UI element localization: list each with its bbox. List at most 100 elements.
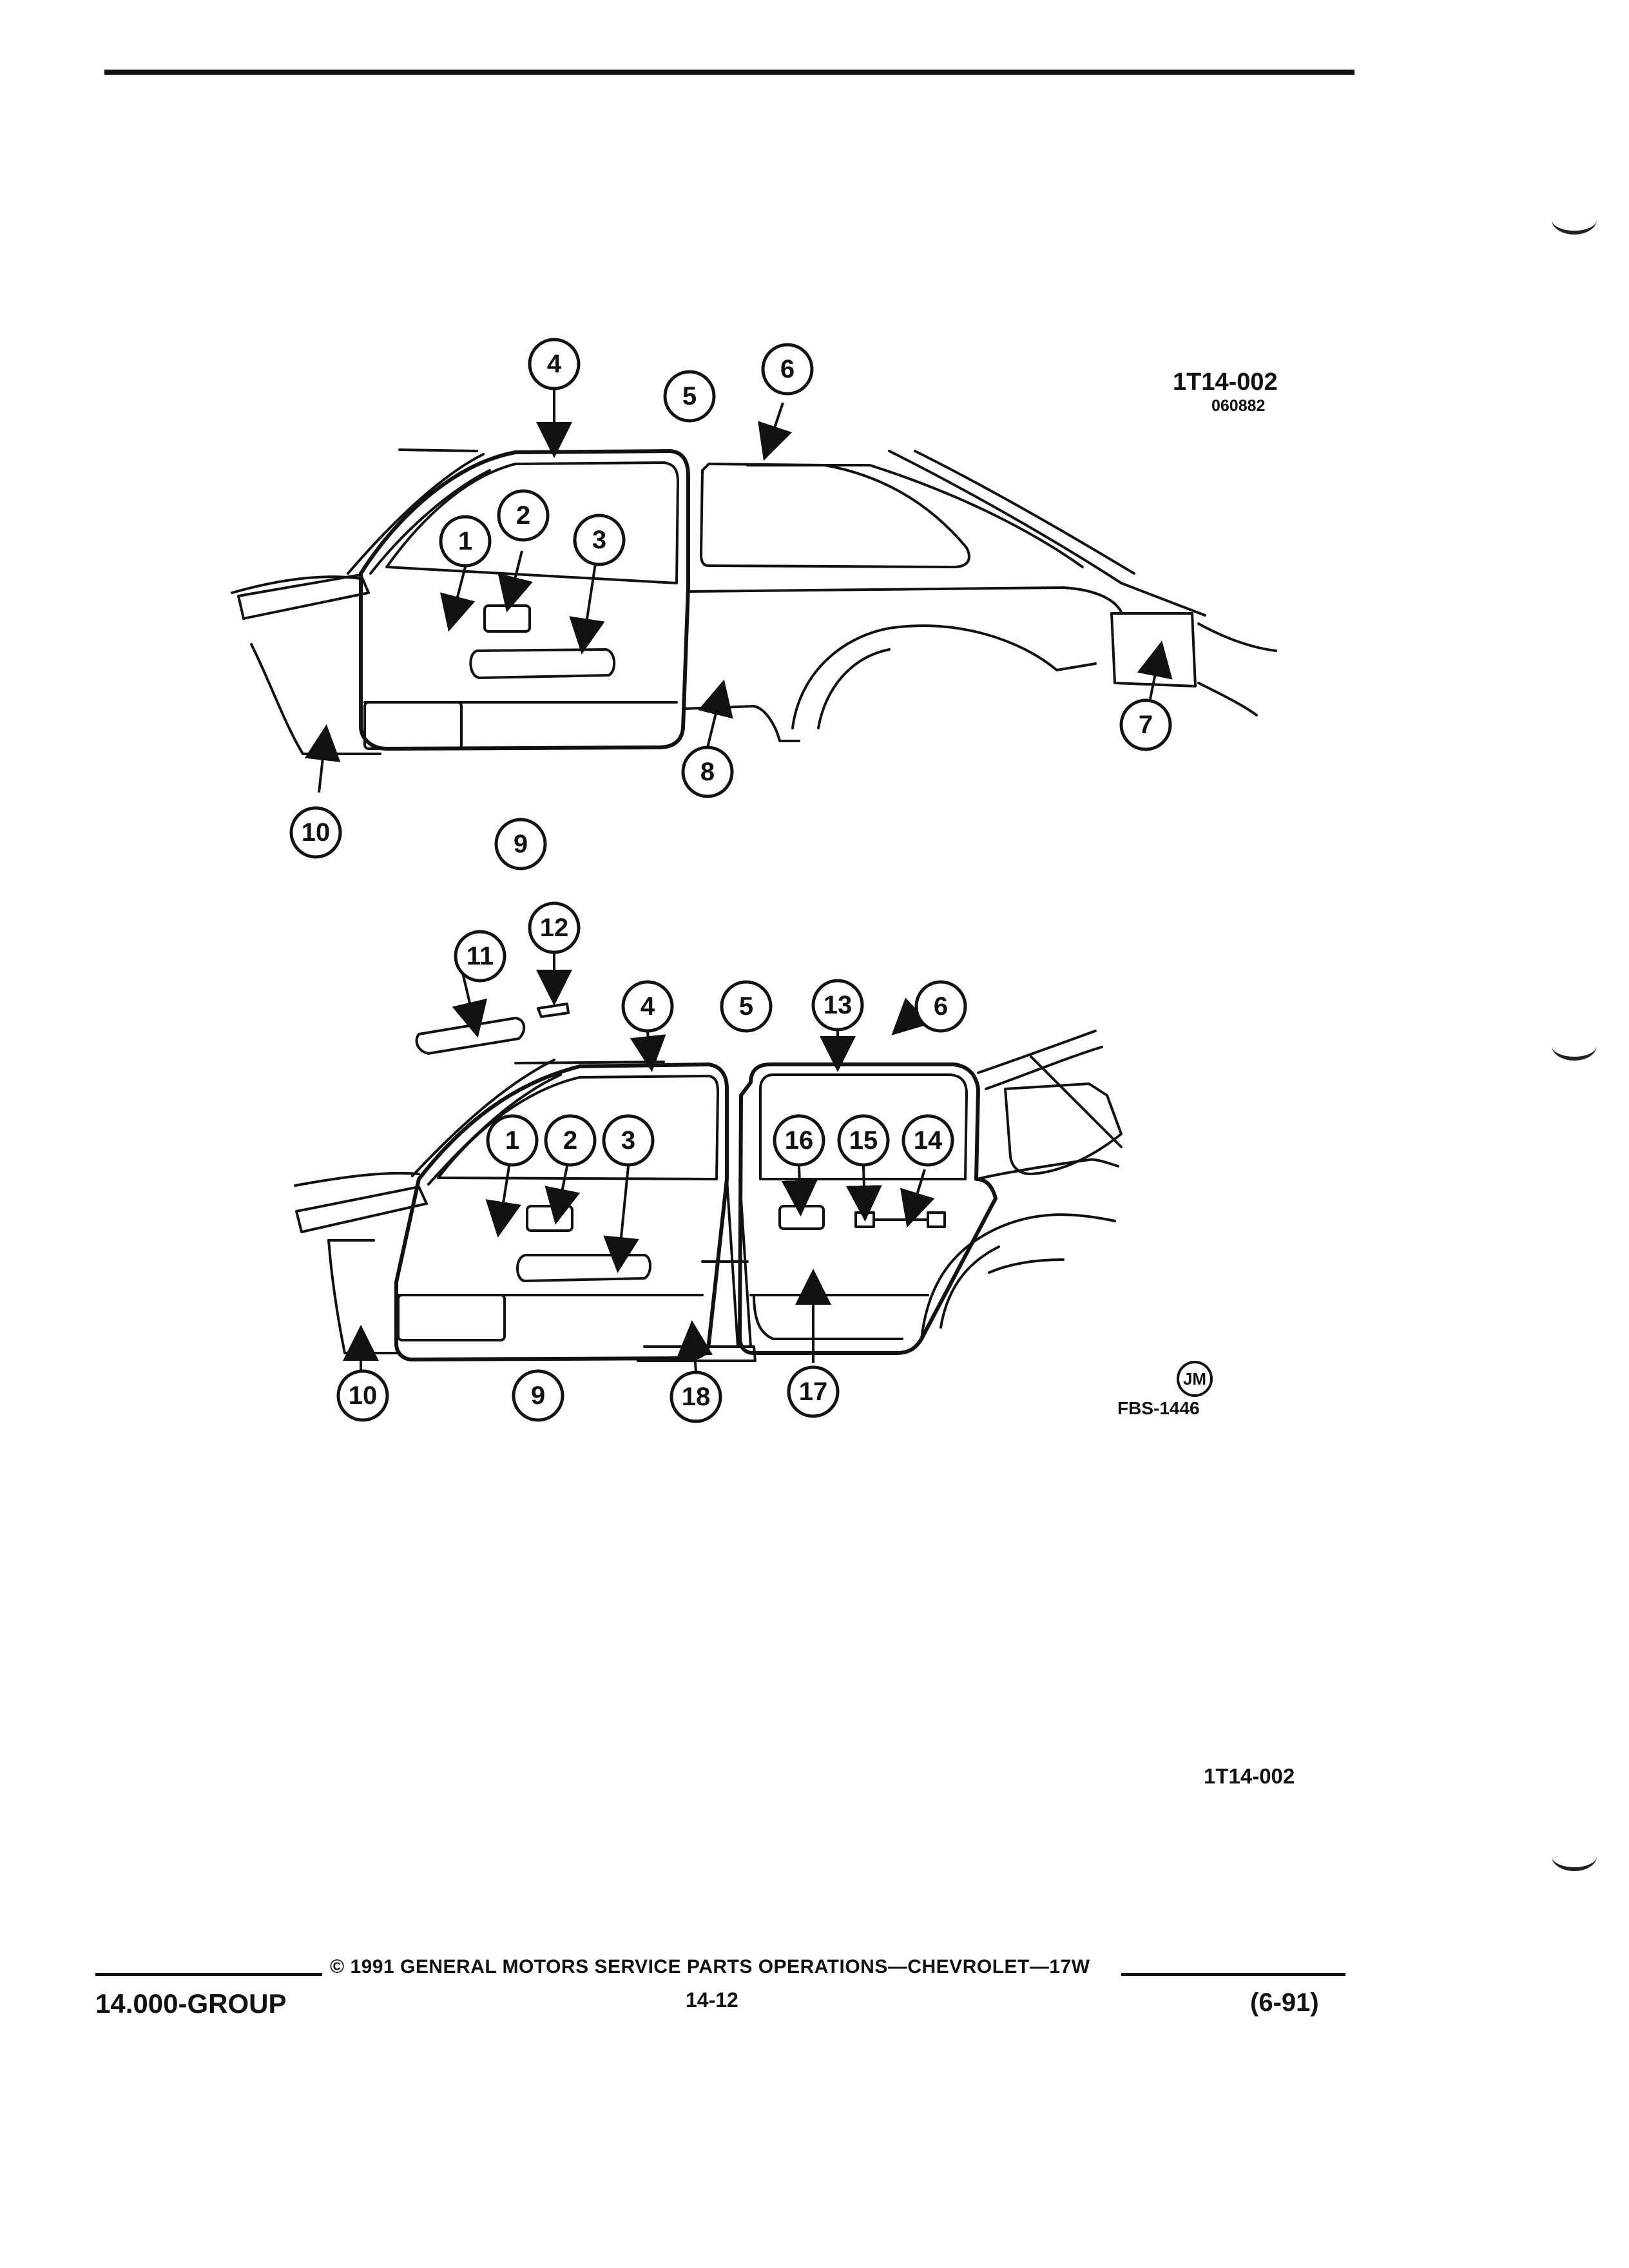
rear-side-window: [1004, 1082, 1123, 1175]
footer-page-number: 14-12: [686, 1988, 738, 2012]
footer-left-rule: [95, 1973, 322, 1976]
sedan-drawing: [294, 1003, 1123, 1362]
callout-6-top: 6: [761, 343, 814, 396]
leader-2-top: [497, 550, 533, 613]
callout-18: 18: [670, 1370, 722, 1423]
callout-17: 17: [787, 1365, 840, 1418]
rear-door-frame: [738, 1062, 998, 1355]
header-rule: [104, 70, 1354, 75]
steering-column: [237, 573, 370, 620]
callout-7-top: 7: [1119, 698, 1172, 751]
door-pocket-b: [397, 1294, 506, 1341]
dash-top-b: [294, 1171, 420, 1187]
rear-wheel-opening-b: [920, 1213, 1116, 1340]
bottom-callouts: 11 12 4 5 13 6 1 2 3 16 15 14 10 9 18 17: [336, 901, 967, 1423]
callout-5-bottom: 5: [720, 980, 773, 1033]
binder-mark-top: [1552, 205, 1597, 235]
leader-1-top: [439, 566, 476, 632]
callout-12: 12: [528, 901, 581, 954]
svg-text:8: 8: [700, 758, 715, 786]
svg-text:4: 4: [641, 992, 655, 1021]
callout-1-top: 1: [439, 515, 492, 568]
door-handle: [483, 604, 531, 633]
front-door-frame-b: [394, 1062, 729, 1361]
page-reference-code: 1T14-002: [1204, 1764, 1295, 1788]
callout-5-top: 5: [663, 370, 716, 423]
c-pillar: [977, 1030, 1097, 1074]
svg-text:4: 4: [547, 350, 562, 378]
svg-text:17: 17: [799, 1378, 828, 1406]
visor-clip: [537, 1003, 570, 1018]
leader-8-top: [698, 679, 733, 748]
svg-text:14: 14: [914, 1126, 943, 1155]
svg-text:15: 15: [849, 1126, 878, 1155]
callout-11: 11: [454, 930, 506, 983]
c-pillar-2: [985, 1046, 1103, 1090]
svg-text:9: 9: [514, 830, 528, 858]
rocker-panel: [682, 705, 800, 742]
callout-14: 14: [901, 1114, 954, 1167]
svg-text:5: 5: [739, 992, 753, 1021]
svg-text:3: 3: [592, 526, 606, 554]
leader-6-bottom: [891, 997, 930, 1035]
svg-text:12: 12: [540, 914, 569, 942]
figure-reference-code: 1T14-002: [1173, 369, 1278, 396]
front-door-window: [385, 461, 679, 584]
leader-18: [677, 1320, 713, 1372]
svg-text:1: 1: [505, 1126, 519, 1155]
callout-10-bottom: 10: [336, 1369, 389, 1422]
rear-wheel-opening-inner: [817, 648, 891, 729]
callout-2-top: 2: [497, 489, 550, 542]
svg-text:18: 18: [682, 1383, 711, 1411]
a-pillar: [411, 1059, 555, 1177]
rear-wheel-opening-inner-b: [940, 1245, 1000, 1329]
callout-4-bottom: 4: [621, 980, 674, 1033]
callout-9-top: 9: [494, 818, 547, 870]
binder-mark-bottom: [1552, 1841, 1597, 1871]
rear-quarter-belt: [975, 1158, 1119, 1180]
callout-15: 15: [837, 1114, 890, 1167]
hatch-line-2: [914, 450, 1135, 575]
callout-16: 16: [773, 1114, 825, 1167]
leader-14: [900, 1169, 935, 1228]
svg-text:1: 1: [458, 527, 472, 555]
svg-text:2: 2: [516, 501, 530, 530]
rear-door-lock-knob: [854, 1211, 875, 1228]
callout-9-bottom: 9: [512, 1369, 564, 1422]
svg-text:9: 9: [531, 1381, 545, 1410]
leader-3-top: [569, 559, 605, 655]
front-fender-b: [327, 1239, 398, 1354]
svg-text:2: 2: [563, 1126, 577, 1155]
rear-roof-line: [1030, 1055, 1123, 1148]
steering-b: [295, 1186, 428, 1233]
leader-15: [845, 1166, 882, 1222]
hood-edge: [398, 448, 478, 452]
top-callouts: 4 5 6 1 2 3 7 8 9 10: [289, 338, 1173, 870]
rear-tail-panel: [1110, 612, 1197, 687]
callout-10-top: 10: [289, 806, 342, 859]
callout-4-top: 4: [528, 338, 581, 390]
leader-4-bottom: [630, 1032, 666, 1072]
callout-8-top: 8: [681, 745, 734, 798]
rear-door-window: [759, 1073, 968, 1180]
figure-code: FBS-1446: [1117, 1398, 1200, 1418]
svg-text:6: 6: [780, 355, 795, 383]
svg-text:11: 11: [467, 942, 494, 970]
svg-text:3: 3: [621, 1126, 635, 1155]
svg-text:13: 13: [824, 991, 853, 1019]
leader-11: [452, 972, 488, 1038]
door-armrest-b: [516, 1254, 651, 1282]
quarter-lower-b: [988, 1258, 1065, 1274]
windshield-top: [514, 1061, 665, 1064]
rear-quarter-window: [700, 463, 970, 568]
rear-door-lower-trim: [753, 1294, 903, 1340]
rear-spoiler: [1120, 582, 1206, 617]
svg-text:6: 6: [934, 992, 948, 1021]
front-fender: [250, 643, 381, 755]
svg-text:16: 16: [785, 1126, 814, 1155]
door-armrest: [469, 648, 616, 679]
windshield-pillar: [347, 453, 485, 575]
hatchback-drawing: [231, 448, 1277, 755]
